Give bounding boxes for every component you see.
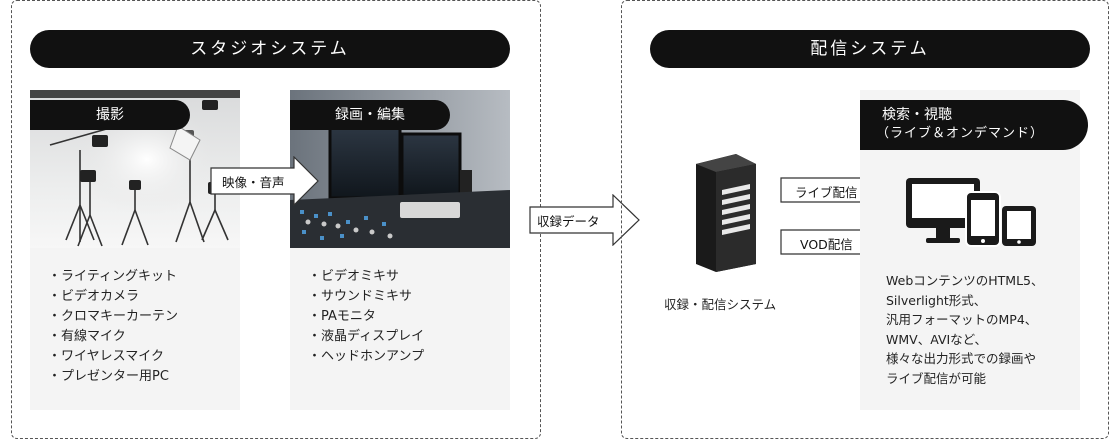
server-caption: 収録・配信システム xyxy=(664,297,777,312)
shooting-equipment-list: ・ライティングキット ・ビデオカメラ ・クロマキーカーテン ・有線マイク ・ワイ… xyxy=(48,267,238,387)
recorded-data-arrow xyxy=(529,194,640,246)
list-item: ・ビデオカメラ xyxy=(48,289,140,304)
list-item: ・有線マイク xyxy=(48,329,126,344)
list-item: ・ビデオミキサ xyxy=(308,269,400,284)
live-stream-label: ライブ配信 xyxy=(795,185,858,200)
list-item: ・ヘッドホンアンプ xyxy=(308,349,425,364)
editing-equipment-list: ・ビデオミキサ ・サウンドミキサ ・PAモニタ ・液晶ディスプレイ ・ヘッドホン… xyxy=(308,267,503,367)
multi-device-icon xyxy=(906,178,1036,247)
list-item: ・サウンドミキサ xyxy=(308,289,413,304)
recorded-data-label: 収録データ xyxy=(537,214,600,229)
list-item: ・PAモニタ xyxy=(308,309,376,324)
list-item: ・クロマキーカーテン xyxy=(48,309,179,324)
editing-desk-image xyxy=(290,90,510,248)
av-signal-arrow xyxy=(210,156,319,206)
list-item: ・ワイヤレスマイク xyxy=(48,349,164,364)
list-item: ・プレゼンター用PC xyxy=(48,369,169,384)
distribution-system-panel xyxy=(621,0,1109,439)
viewing-description: Webコンテンツの​HTML5、 Silverlight形式、 汎用フォーマット… xyxy=(886,273,1044,386)
viewing-label: 検索・視聴 （ライブ＆オンデマンド） xyxy=(860,100,1088,150)
av-signal-label: 映像・音声 xyxy=(222,175,285,190)
editing-photo xyxy=(290,90,510,248)
list-item: ・液晶ディスプレイ xyxy=(308,329,425,344)
studio-system-title: スタジオシステム xyxy=(30,30,510,68)
list-item: ・ライティングキット xyxy=(48,269,177,284)
vod-label: VOD配信 xyxy=(800,237,853,252)
distribution-system-title: 配信システム xyxy=(650,30,1090,68)
server-icon xyxy=(696,154,756,272)
viewing-label-main: 検索・視聴 xyxy=(882,107,952,123)
viewing-label-sub: （ライブ＆オンデマンド） xyxy=(876,126,1045,141)
shooting-label: 撮影 xyxy=(30,100,190,130)
editing-label: 録画・編集 xyxy=(290,100,450,130)
